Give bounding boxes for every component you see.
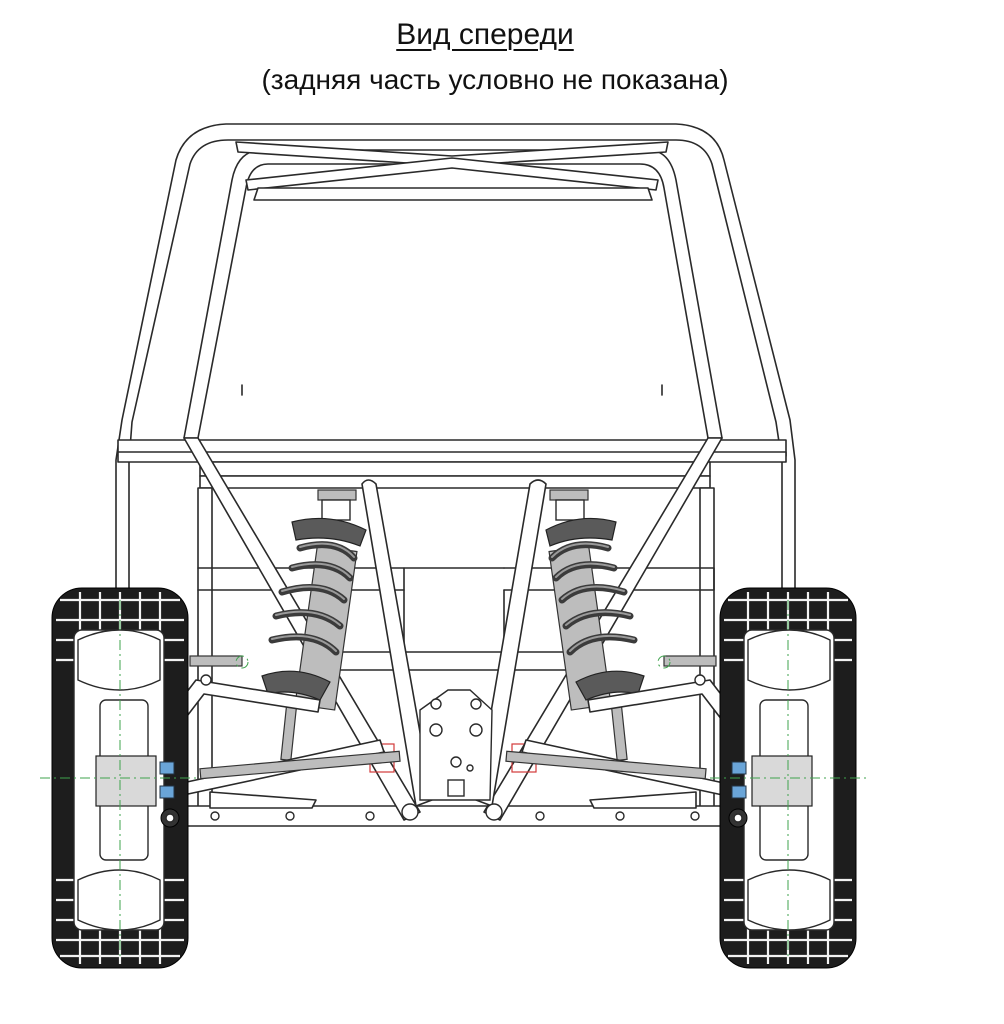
left-wheel — [40, 587, 212, 969]
right-wheel — [694, 587, 868, 969]
roll-cage — [115, 123, 796, 591]
left-shock-absorber — [261, 489, 395, 773]
drawing-title: Вид спереди — [396, 18, 574, 51]
right-shock-absorber — [511, 489, 645, 773]
suspension-arms — [149, 655, 757, 809]
front-diagonal-tubes — [183, 437, 723, 821]
center-plate — [419, 689, 493, 801]
lower-frame — [149, 487, 761, 827]
drawing-subtitle: (задняя часть условно не показана) — [261, 64, 729, 95]
